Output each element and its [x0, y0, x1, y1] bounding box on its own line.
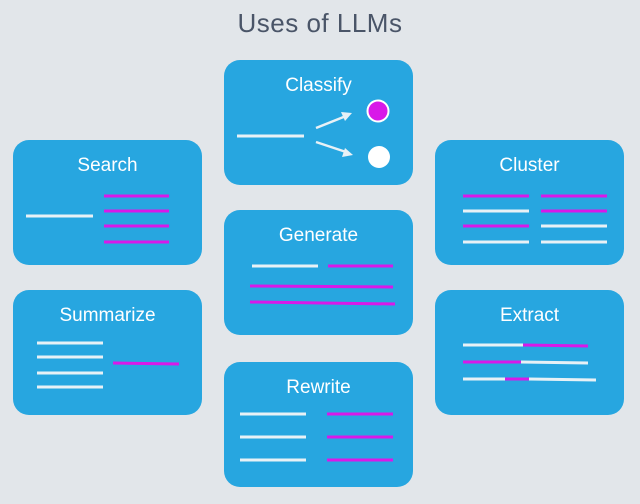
- card-extract-label: Extract: [499, 305, 560, 326]
- generate-illustration: [249, 264, 396, 306]
- arrow-down-icon: [315, 140, 347, 154]
- cluster-illustration: [463, 194, 607, 244]
- card-generate: Generate: [224, 210, 413, 335]
- card-classify: Classify: [224, 60, 413, 185]
- card-classify-label: Classify: [285, 75, 352, 96]
- summary-line: [112, 361, 180, 366]
- arrow-up-icon: [315, 114, 347, 130]
- generated-line: [249, 300, 396, 306]
- card-rewrite: Rewrite: [224, 362, 413, 487]
- rewrite-illustration: [240, 412, 393, 462]
- search-illustration: [26, 194, 169, 244]
- card-search-label: Search: [77, 155, 138, 176]
- card-generate-label: Generate: [278, 225, 359, 246]
- arrow-up-head-icon: [341, 112, 352, 121]
- card-cluster-label: Cluster: [499, 155, 560, 176]
- white-circle-icon: [368, 146, 390, 168]
- diagram-title: Uses of LLMs: [237, 8, 403, 38]
- arrow-down-head-icon: [342, 148, 353, 157]
- card-search: Search: [13, 140, 202, 265]
- card-cluster: Cluster: [435, 140, 624, 265]
- card-extract: Extract: [435, 290, 624, 415]
- summarize-illustration: [37, 341, 180, 389]
- magenta-circle-icon: [366, 99, 390, 123]
- text-line: [528, 377, 597, 382]
- extracted-span: [522, 343, 589, 348]
- text-line: [520, 360, 589, 365]
- card-rewrite-label: Rewrite: [286, 377, 351, 398]
- card-summarize-label: Summarize: [59, 305, 156, 326]
- generated-line: [249, 284, 394, 289]
- extract-illustration: [463, 343, 597, 382]
- card-summarize: Summarize: [13, 290, 202, 415]
- classify-illustration: [237, 99, 390, 168]
